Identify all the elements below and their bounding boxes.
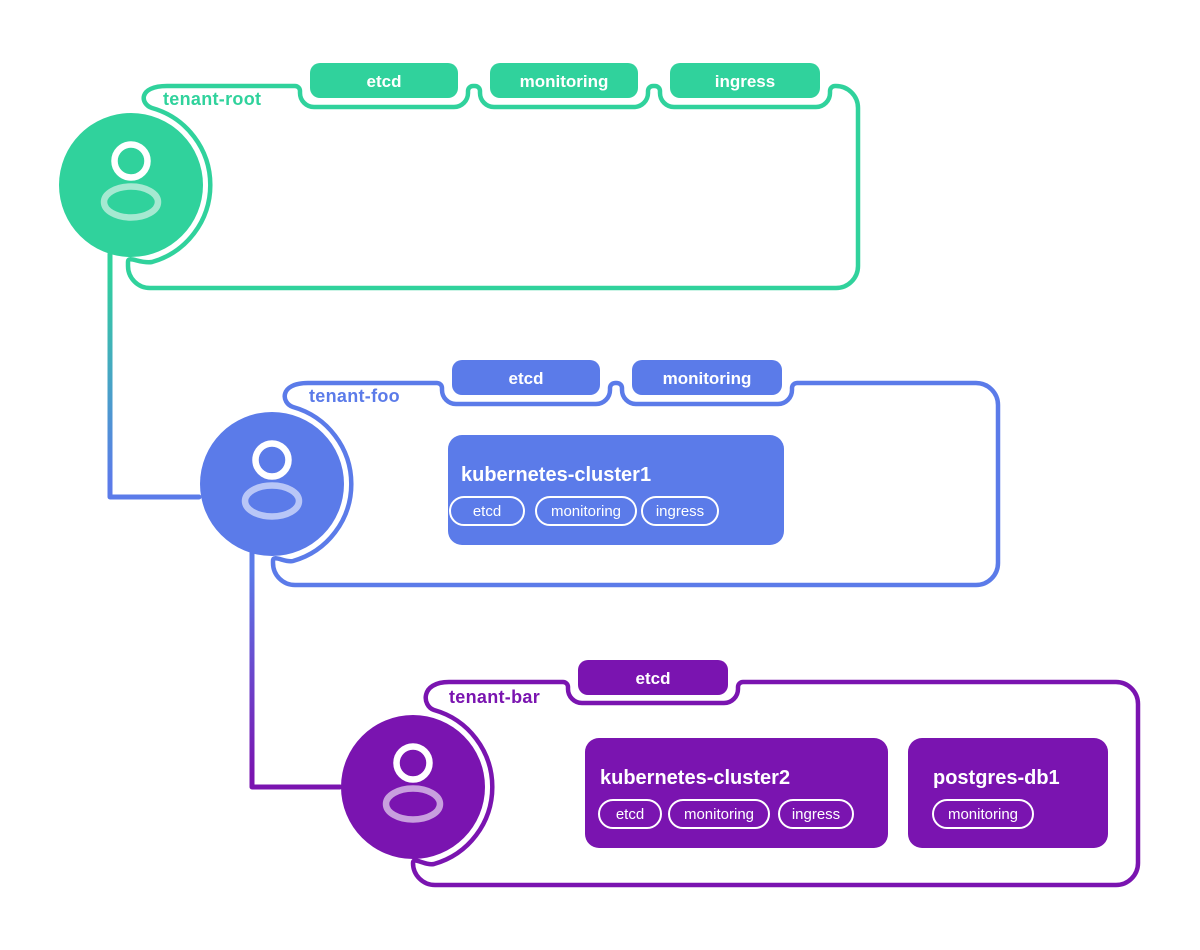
- addon-tab-label: etcd: [636, 669, 671, 688]
- tenant-root-border: [125, 83, 861, 291]
- addon-pill: [641, 496, 719, 526]
- avatar-body-icon: [100, 183, 162, 221]
- workload-card-bg: [448, 435, 784, 545]
- avatar-body-icon: [382, 785, 444, 823]
- tenant-name-label: tenant-root: [163, 89, 261, 109]
- addon-tab-label: etcd: [367, 72, 402, 91]
- addon-tab: [310, 63, 458, 98]
- workload-card: postgres-db1 monitoring: [908, 738, 1108, 848]
- addon-tab-label: monitoring: [663, 369, 752, 388]
- avatar-head-icon: [252, 440, 292, 480]
- addon-tab: [632, 360, 782, 395]
- workload-title: kubernetes-cluster2: [600, 767, 790, 789]
- addon-tab-label: monitoring: [520, 72, 609, 91]
- addon-pill-label: etcd: [616, 806, 644, 823]
- addon-tab: [670, 63, 820, 98]
- addon-pill: [449, 496, 525, 526]
- addon-pill: [598, 799, 662, 829]
- addon-pill-label: ingress: [656, 503, 704, 520]
- workload-title: postgres-db1: [933, 767, 1060, 789]
- addon-tab: [578, 660, 728, 695]
- addon-pill-label: etcd: [473, 503, 501, 520]
- avatar-head-icon: [393, 743, 433, 783]
- workload-title: kubernetes-cluster1: [461, 464, 651, 486]
- tenant-name-label: tenant-bar: [449, 687, 540, 707]
- addon-tab-label: ingress: [715, 72, 775, 91]
- tenant-group-foo: etcd monitoring tenant-foo kubernetes-cl…: [200, 360, 1001, 588]
- addon-tab-label: etcd: [509, 369, 544, 388]
- tenant-group-root: etcd monitoring ingress tenant-root: [59, 63, 861, 291]
- tenant-group-bar: etcd tenant-bar kubernetes-cluster2 etcd…: [341, 660, 1141, 888]
- addon-tab: [490, 63, 638, 98]
- addon-tab: [452, 360, 600, 395]
- addon-pill: [668, 799, 770, 829]
- addon-pill: [535, 496, 637, 526]
- avatar-body-icon: [241, 482, 303, 520]
- workload-card-bg: [908, 738, 1108, 848]
- addon-pill-label: monitoring: [684, 806, 754, 823]
- addon-pill: [932, 799, 1034, 829]
- addon-pill-label: monitoring: [948, 806, 1018, 823]
- workload-card: kubernetes-cluster1 etcd monitoring ingr…: [448, 435, 784, 545]
- tenant-name-label: tenant-foo: [309, 386, 400, 406]
- avatar-head-icon: [111, 141, 151, 181]
- addon-pill-label: monitoring: [551, 503, 621, 520]
- workload-card-bg: [585, 738, 888, 848]
- connector-root-to-foo: [107, 251, 202, 500]
- workload-card: kubernetes-cluster2 etcd monitoring ingr…: [585, 738, 888, 848]
- addon-pill-label: ingress: [792, 806, 840, 823]
- addon-pill: [778, 799, 854, 829]
- connector-foo-to-bar: [249, 550, 343, 790]
